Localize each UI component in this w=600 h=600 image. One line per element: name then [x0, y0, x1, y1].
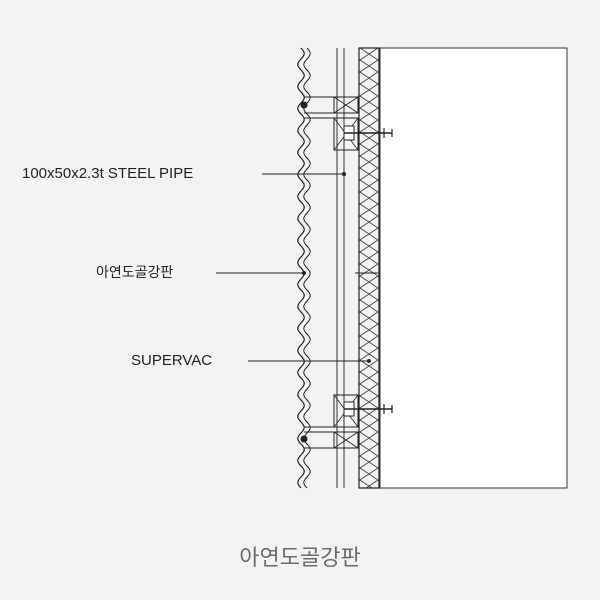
top-anchor-bolt-icon — [343, 125, 393, 141]
corrugated-sheet-outer — [297, 47, 305, 489]
bottom-anchor-bolt-icon — [343, 401, 393, 417]
panel-leader-dot — [302, 271, 306, 275]
steel-pipe-leader-dot — [342, 172, 346, 176]
figure-caption: 아연도골강판 — [239, 546, 361, 571]
bottom-screw-icon — [300, 435, 308, 443]
inner-wall-panel — [379, 47, 568, 489]
top-screw-icon — [300, 101, 308, 109]
corrugated-sheet-inner — [303, 47, 311, 489]
steel-pipe-label: 100x50x2.3t STEEL PIPE — [22, 165, 194, 182]
corrugated-panel-label: 아연도골강판 — [96, 265, 174, 281]
supervac-insulation — [358, 47, 380, 489]
top-bracket-assembly — [304, 96, 359, 151]
supervac-label: SUPERVAC — [131, 352, 213, 369]
supervac-leader-dot — [367, 359, 371, 363]
